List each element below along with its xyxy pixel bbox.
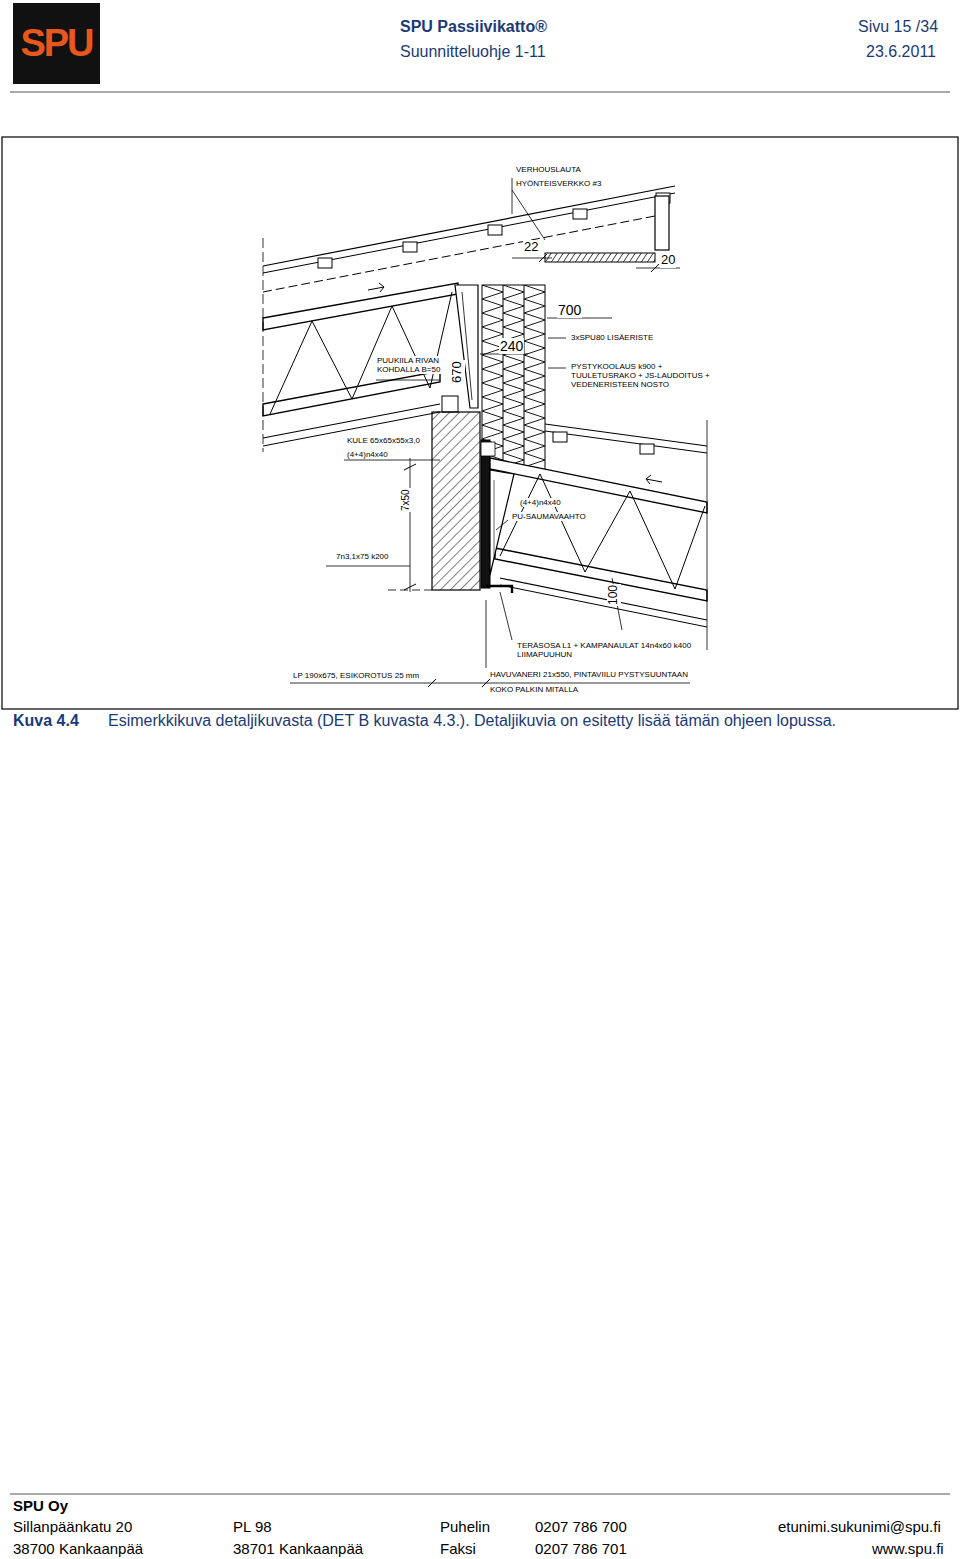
part-label: HAVUVANERI 21x550, PINTAVIILU PYSTYSUUNT… (489, 670, 689, 679)
web-address: www.spu.fi (872, 1540, 944, 1557)
part-label: 3xSPU80 LISÄERISTE (570, 333, 654, 342)
roof-detail (263, 178, 707, 687)
phone-number: 0207 786 700 (535, 1518, 627, 1535)
figure-caption: Esimerkkikuva detaljikuvasta (DET B kuva… (108, 712, 953, 730)
footer-rule (10, 1494, 950, 1495)
company-name: SPU Oy (13, 1497, 68, 1514)
part-label: KULE 65x65x55x3,0 (346, 436, 421, 445)
part-label: VERHOUSLAUTA (515, 165, 582, 174)
doc-subtitle: Suunnitteluohje 1-11 (400, 43, 546, 61)
part-label: LP 190x675, ESIKOROTUS 25 mm (292, 671, 420, 680)
part-label: (4+4)n4x40 (346, 450, 389, 459)
part-label: PUUKIILA RIVAN KOHDALLA B=50 (376, 356, 452, 374)
dimension: 7x50 (400, 488, 412, 512)
logo-text: SPU (20, 22, 92, 65)
header-rule (10, 92, 950, 93)
figure-number: Kuva 4.4 (13, 712, 79, 730)
dimension: 670 (450, 360, 465, 384)
part-label: HYÖNTEISVERKKO #3 (515, 179, 602, 188)
page-number: Sivu 15 /34 (858, 18, 938, 36)
contact-label: Puhelin (440, 1518, 490, 1535)
dimension: 240 (499, 338, 524, 354)
address-line: 38700 Kankaanpää (13, 1540, 143, 1557)
part-label: KOKO PALKIN MITALLA (489, 685, 579, 694)
dimension: 22 (523, 240, 539, 255)
dimension: 100 (607, 584, 621, 606)
email-address: etunimi.sukunimi@spu.fi (778, 1518, 941, 1535)
part-label: TERÄSOSA L1 + KAMPANAULAT 14n4x60 k400 L… (516, 641, 703, 659)
phone-number: 0207 786 701 (535, 1540, 627, 1557)
part-label: (4+4)n4x40 (519, 498, 562, 507)
address-line: 38701 Kankaanpää (233, 1540, 363, 1557)
doc-date: 23.6.2011 (866, 43, 936, 61)
logo-box: SPU (13, 3, 100, 84)
part-label: PYSTYKOOLAUS k900 + TUULETUSRAKO + JS-LA… (570, 362, 722, 390)
address-line: Sillanpäänkatu 20 (13, 1518, 132, 1535)
contact-label: Faksi (440, 1540, 476, 1557)
dimension: 20 (660, 253, 676, 268)
address-line: PL 98 (233, 1518, 272, 1535)
figure-frame (2, 137, 958, 709)
dimension: 700 (557, 302, 582, 318)
part-label: PU-SAUMAVAAHTO (511, 512, 587, 521)
part-label: 7n3,1x75 k200 (335, 552, 390, 561)
doc-title: SPU Passiivikatto® (400, 18, 547, 36)
